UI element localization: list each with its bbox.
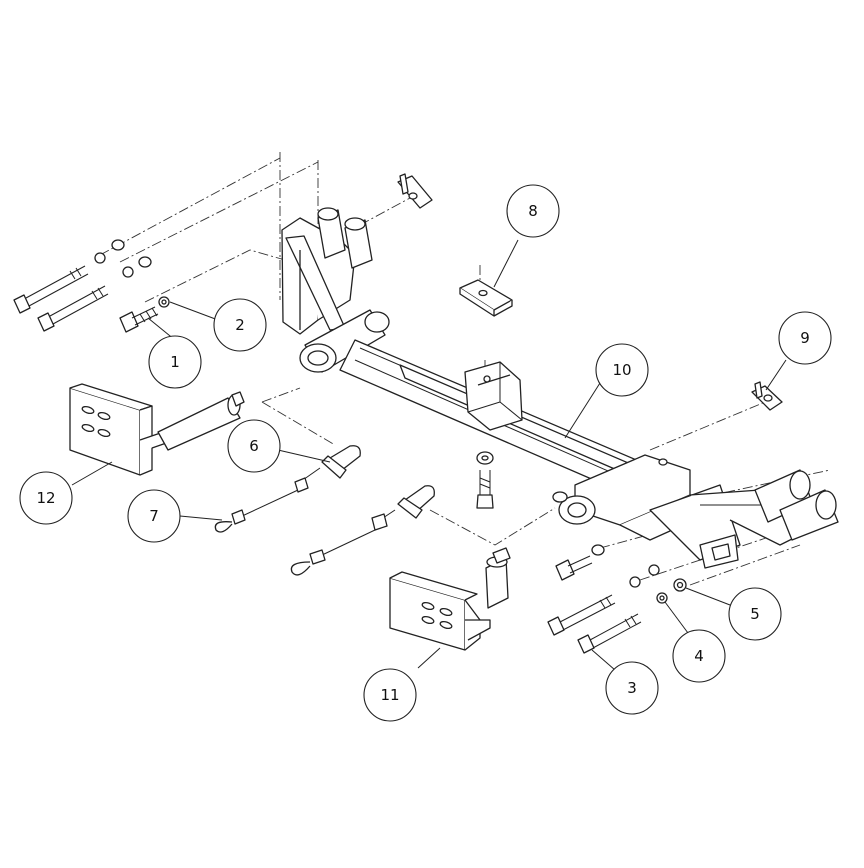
callout-10: 10 [595, 343, 649, 397]
callout-1-label: 1 [170, 353, 180, 371]
callout-12: 12 [19, 471, 73, 525]
part-3-bolts [547, 544, 660, 654]
long-bolts-left [13, 239, 152, 332]
callout-5: 5 [728, 587, 782, 641]
center-bolt [476, 451, 494, 509]
callout-7-label: 7 [149, 507, 159, 525]
callout-9: 9 [778, 311, 832, 365]
part-2-washer [158, 296, 170, 308]
part-4-nut [656, 592, 668, 604]
part-6-safety-cable [214, 445, 361, 533]
part-12-mounting-bracket [69, 383, 245, 476]
callout-1: 1 [148, 335, 202, 389]
callout-6-label: 6 [249, 437, 259, 455]
upper-bracket-plate [397, 173, 433, 209]
part-8-plate [459, 279, 513, 317]
callout-2-label: 2 [235, 316, 245, 334]
callout-5-label: 5 [750, 605, 760, 623]
callout-3: 3 [605, 661, 659, 715]
callout-12-label: 12 [36, 489, 55, 507]
callout-2: 2 [213, 298, 267, 352]
callout-7: 7 [127, 489, 181, 543]
part-11-mounting-bracket [389, 547, 511, 651]
callout-8-label: 8 [528, 202, 538, 220]
callout-11-label: 11 [380, 686, 399, 704]
callout-8: 8 [506, 184, 560, 238]
part-10-hitch-frame [281, 207, 839, 569]
callout-4: 4 [672, 629, 726, 683]
part-1-bolt [119, 306, 159, 333]
part-7-safety-cable [290, 485, 435, 576]
callout-11: 11 [363, 668, 417, 722]
part-5-washer [673, 578, 687, 592]
part-9-bracket-plate [751, 381, 783, 411]
callout-6: 6 [227, 419, 281, 473]
callout-4-label: 4 [694, 647, 704, 665]
callout-9-label: 9 [800, 329, 810, 347]
leader-lines [71, 239, 787, 671]
callout-10-label: 10 [612, 361, 631, 379]
callout-3-label: 3 [627, 679, 637, 697]
